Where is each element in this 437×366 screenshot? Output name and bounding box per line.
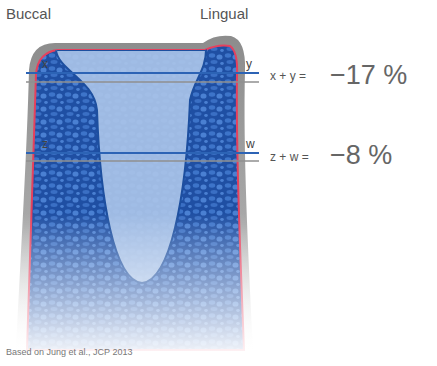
percent-value: −8 % xyxy=(330,142,392,169)
percent-value: −17 % xyxy=(330,62,407,89)
sum-label: z + w = xyxy=(270,151,309,163)
fade-overlay xyxy=(0,40,270,355)
measure-letter: y xyxy=(246,58,252,70)
reference-line xyxy=(26,160,259,162)
measure-line xyxy=(26,72,259,74)
side-label: Buccal xyxy=(6,6,51,21)
measure-letter: z xyxy=(42,138,48,150)
measure-letter: x xyxy=(42,58,48,70)
side-label: Lingual xyxy=(200,6,248,21)
sum-label: x + y = xyxy=(270,70,306,82)
source-caption: Based on Jung et al., JCP 2013 xyxy=(6,348,132,357)
reference-line xyxy=(26,81,259,83)
measure-line xyxy=(26,152,259,154)
measure-letter: w xyxy=(246,138,255,150)
